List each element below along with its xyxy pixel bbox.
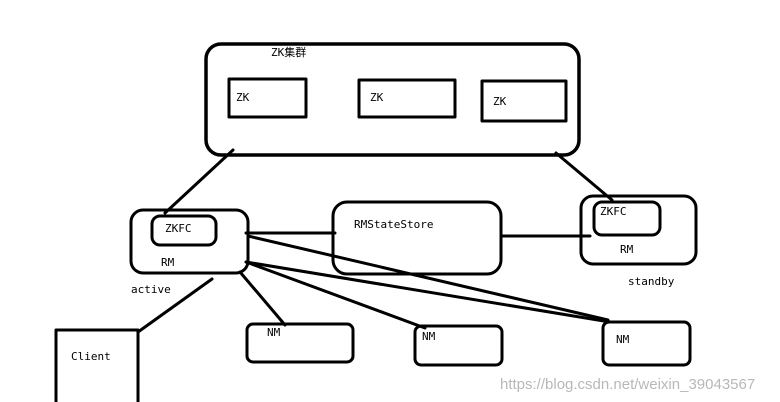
rm-state-store-box <box>331 200 503 276</box>
edge-active-rm-nm-1 <box>238 270 287 327</box>
standby-zkfc-box <box>592 200 662 237</box>
active-rm-label: RM <box>161 256 175 269</box>
active-rm-box <box>129 208 250 275</box>
zk-cluster-title: ZK集群 <box>271 45 306 59</box>
zk-node-1-label: ZK <box>236 91 250 104</box>
edge-cluster-active-rm <box>163 148 235 215</box>
zk-node-2-box <box>357 78 457 119</box>
zk-node-3-box <box>480 79 568 123</box>
edge-active-rm-nm-2 <box>244 260 427 330</box>
watermark-text: https://blog.csdn.net/weixin_39043567 <box>500 376 755 393</box>
zk-cluster-box <box>204 42 581 157</box>
zk-node-3-label: ZK <box>493 95 507 108</box>
rm-state-store-label: RMStateStore <box>354 218 433 231</box>
nm-2-label: NM <box>422 330 436 343</box>
standby-rm-caption: standby <box>628 275 675 288</box>
nm-1-label: NM <box>267 326 281 339</box>
nm-3-box <box>601 320 692 367</box>
zk-node-1-box <box>227 77 308 119</box>
active-rm-caption: active <box>131 283 171 296</box>
standby-rm-box <box>579 194 698 266</box>
edge-active-rm-nm-3b <box>246 234 610 322</box>
nm-3-label: NM <box>616 333 630 346</box>
nm-2-box <box>413 324 504 367</box>
standby-zkfc-label: ZKFC <box>600 205 627 218</box>
client-label: Client <box>71 350 111 363</box>
edge-active-rm-client <box>136 277 214 334</box>
edge-cluster-standby-rm <box>554 151 614 202</box>
nm-1-box <box>245 322 355 364</box>
active-zkfc-box <box>150 214 218 247</box>
zk-node-2-label: ZK <box>370 91 384 104</box>
client-box <box>54 328 140 402</box>
active-zkfc-label: ZKFC <box>165 222 192 235</box>
edge-active-rm-nm-3 <box>244 260 612 324</box>
standby-rm-label: RM <box>620 243 634 256</box>
